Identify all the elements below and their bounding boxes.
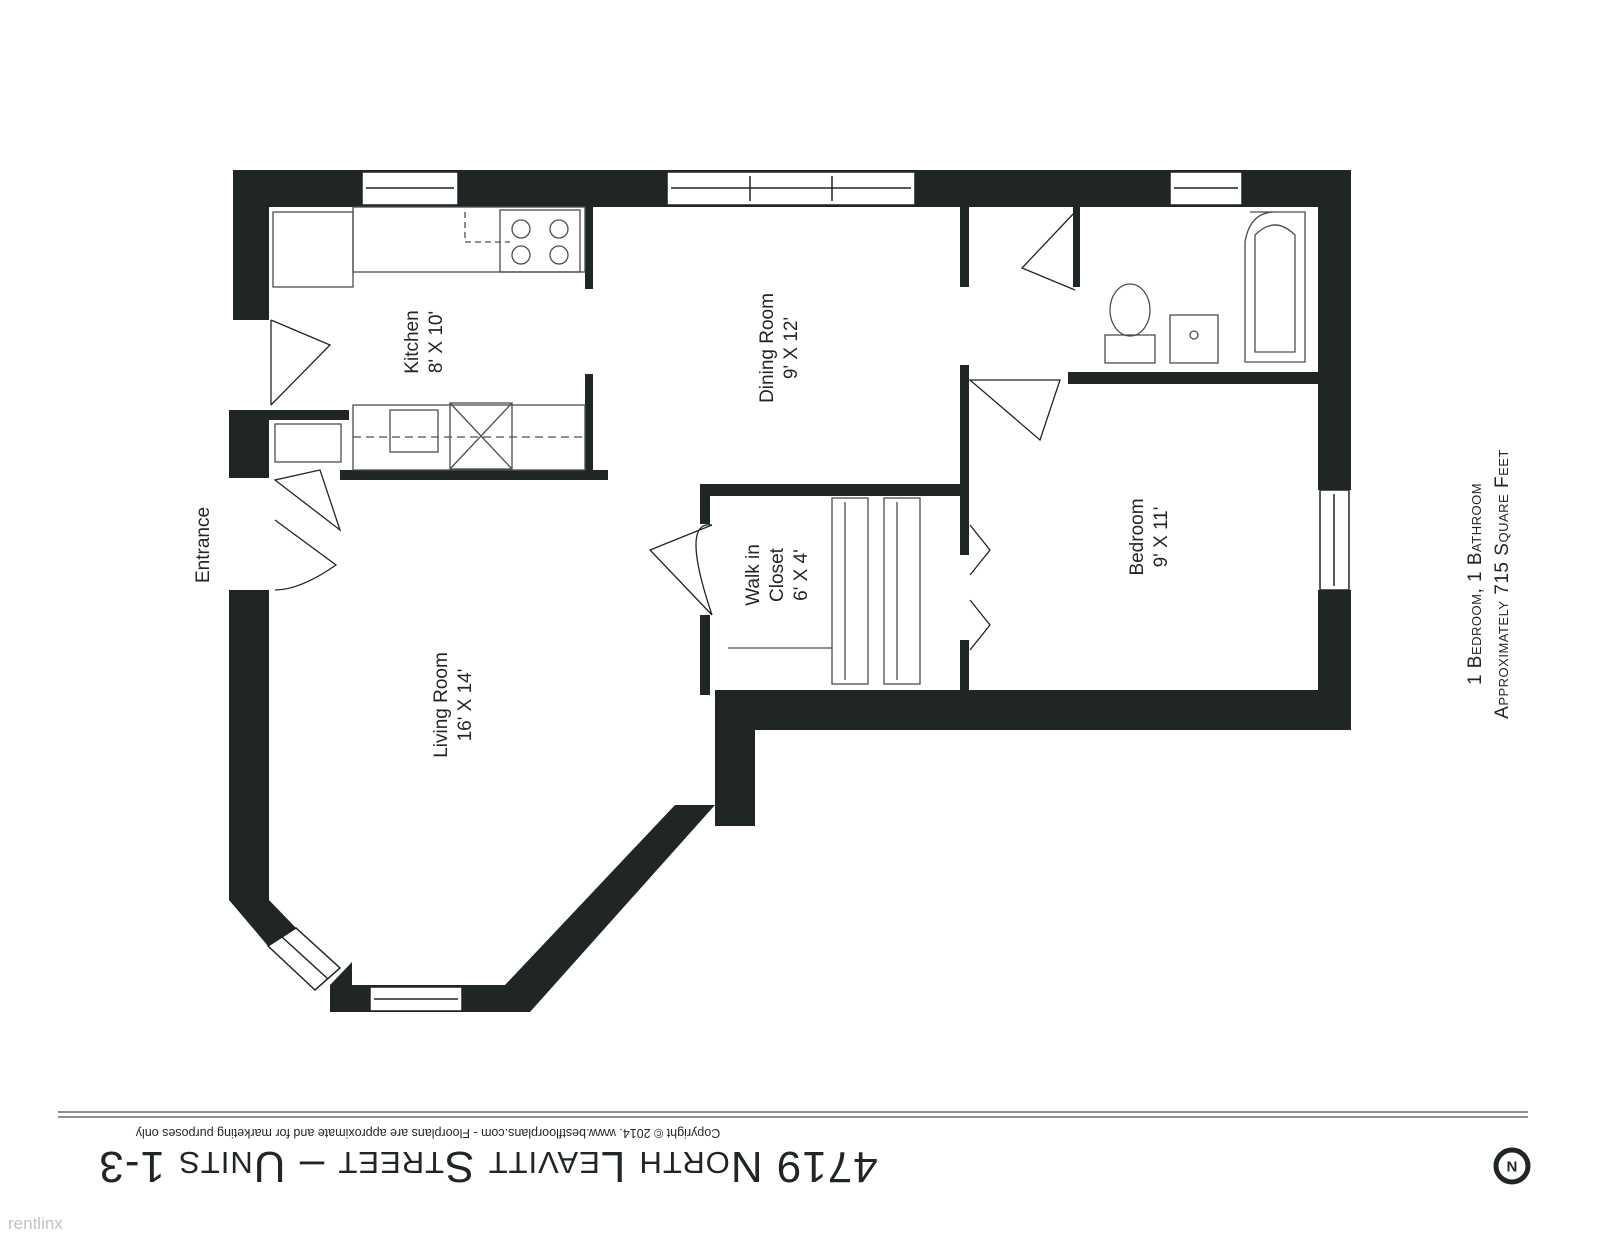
- entry-shelf: [274, 423, 342, 463]
- bedroom-name: Bedroom: [1127, 498, 1148, 576]
- bath-sink: [1169, 314, 1219, 364]
- stove: [499, 209, 581, 273]
- dining-size: 9' X 12': [781, 316, 802, 380]
- closet-line1: Walk in: [743, 544, 764, 606]
- bottom-diagonal-wall: [505, 805, 715, 1012]
- summary-line1: 1 Bedroom, 1 Bathroom: [1465, 482, 1486, 686]
- kitchen-wall-top-stub: [585, 207, 593, 289]
- north-compass-icon: [1493, 1147, 1531, 1185]
- left-wall-lower: [229, 590, 269, 900]
- kitchen-size: 8' X 10': [426, 310, 447, 374]
- toilet-tank: [1104, 334, 1156, 364]
- bedroom-closet-doors: [969, 524, 991, 651]
- closet-door: [648, 524, 713, 616]
- bath-fixtures: [1104, 211, 1306, 364]
- closet-line2: Closet: [767, 548, 788, 602]
- kitchen-wall-right: [585, 374, 593, 480]
- bedroom-closet-shelf: [883, 497, 921, 685]
- kitchen-fixtures: [272, 206, 586, 471]
- kitchen-sink: [389, 409, 439, 453]
- summary-line2: Approximately 715 Square Feet: [1492, 449, 1513, 719]
- entrance-label: Entrance: [193, 506, 214, 584]
- kitchen-wall-bottom: [340, 470, 608, 480]
- room-label-closet: Walk in Closet 6' X 4': [742, 544, 814, 606]
- closet-top-wall: [700, 484, 968, 496]
- copyright-notice: Copyright © 2014. www.bestfloorplans.com…: [135, 1126, 721, 1140]
- left-diagonal-wall: [229, 900, 296, 946]
- room-label-bedroom: Bedroom 9' X 11': [1126, 498, 1174, 575]
- right-wall-upper: [1318, 170, 1351, 490]
- page-title: 4719 North Leavitt Street – Units 1-3: [98, 1142, 878, 1191]
- closet-left-wall: [700, 484, 710, 524]
- kitchen-door: [270, 319, 332, 406]
- bath-wall-bottom: [1068, 372, 1318, 384]
- bedroom-wall-left: [960, 365, 969, 555]
- room-label-kitchen: Kitchen 8' X 10': [401, 310, 449, 373]
- right-wall-lower: [1318, 590, 1351, 730]
- dining-name: Dining Room: [757, 293, 778, 403]
- lower-right-wall: [715, 690, 1351, 730]
- north-letter: N: [1506, 1157, 1518, 1175]
- upper-counter: [352, 206, 586, 273]
- kitchen-name: Kitchen: [402, 310, 423, 374]
- dishwasher: [449, 402, 513, 470]
- closet-shelves: [728, 497, 921, 685]
- watermark: rentlinx: [8, 1214, 63, 1233]
- toilet-bowl: [1109, 283, 1151, 337]
- bath-wall-inner: [1073, 207, 1080, 287]
- walk-in-closet-shelf: [831, 497, 869, 685]
- entry-door-upper: [273, 469, 342, 532]
- entry-door-lower: [274, 519, 338, 591]
- room-label-dining: Dining Room 9' X 12': [756, 293, 804, 403]
- north-marker: [1493, 1147, 1531, 1185]
- windows: [266, 171, 1350, 1012]
- bedroom-size: 9' X 11': [1151, 506, 1172, 568]
- living-name: Living Room: [431, 652, 452, 758]
- closet-size: 6' X 4': [791, 549, 812, 601]
- room-label-living: Living Room 16' X 14': [430, 652, 478, 758]
- refrigerator: [272, 211, 354, 288]
- bottom-left-wall: [330, 962, 352, 1012]
- left-wall-upper: [233, 170, 269, 320]
- closet-left-wall-lower: [700, 615, 710, 695]
- entry-jamb-upper: [229, 410, 269, 478]
- bath-door: [1020, 211, 1076, 291]
- entry-closet-wall: [269, 410, 349, 420]
- doors: [270, 211, 1076, 651]
- living-size: 16' X 14': [455, 668, 476, 742]
- exterior-walls: [229, 170, 1351, 1012]
- bath-wall-left: [960, 207, 969, 287]
- bathtub: [1244, 211, 1306, 363]
- bedroom-wall-left-lower: [960, 640, 969, 695]
- bedroom-door: [968, 379, 1061, 442]
- title-rules: [58, 1111, 1528, 1118]
- interior-walls: [269, 207, 1318, 695]
- unit-summary: 1 Bedroom, 1 Bathroom Approximately 715 …: [1462, 449, 1516, 719]
